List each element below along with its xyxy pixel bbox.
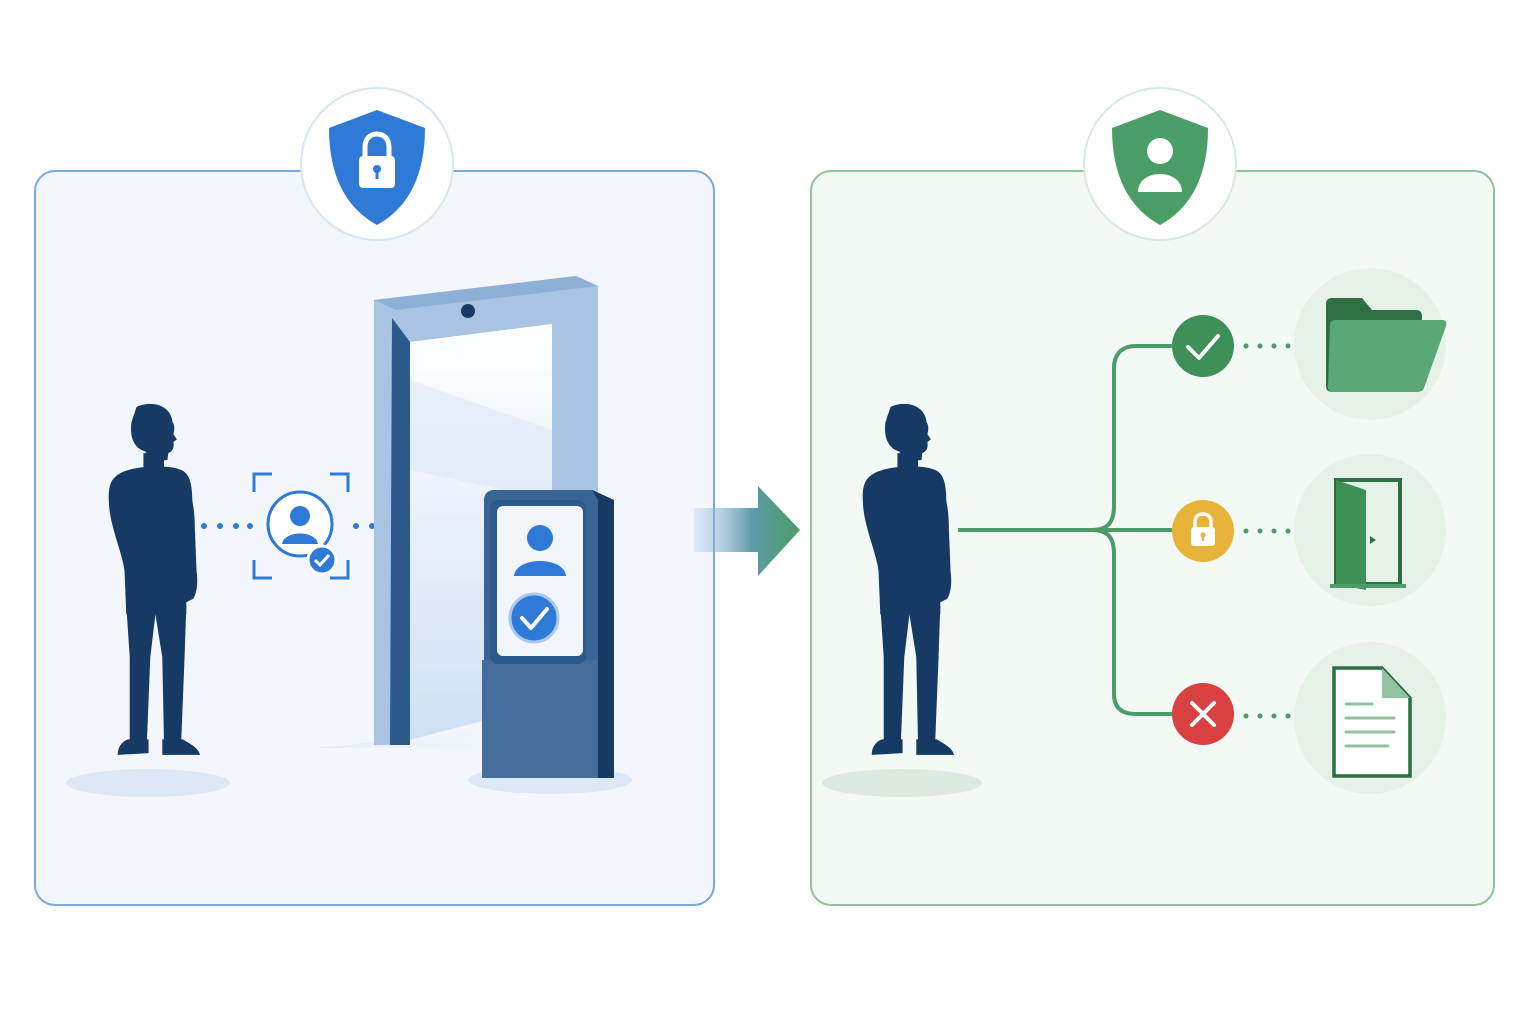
ground-shadow <box>822 769 982 797</box>
access-outcome-denied <box>1172 642 1446 794</box>
door-icon <box>1330 478 1406 590</box>
authentication-panel <box>34 87 715 906</box>
face-scan-icon <box>252 472 350 580</box>
ground-shadow <box>66 769 230 797</box>
authorization-panel <box>810 87 1495 906</box>
access-outcome-granted <box>1172 268 1447 420</box>
document-icon <box>1332 666 1412 778</box>
verification-kiosk <box>468 490 632 794</box>
camera-icon <box>461 304 475 318</box>
shield-user-icon <box>1083 87 1237 241</box>
folder-icon <box>1326 298 1447 392</box>
user-avatar-icon <box>527 525 553 551</box>
check-icon <box>508 592 560 644</box>
access-tree <box>958 344 1172 716</box>
shield-lock-icon <box>300 87 454 241</box>
check-icon <box>1172 315 1234 377</box>
arrow-right-icon <box>694 486 800 576</box>
access-outcome-restricted <box>1172 454 1446 606</box>
